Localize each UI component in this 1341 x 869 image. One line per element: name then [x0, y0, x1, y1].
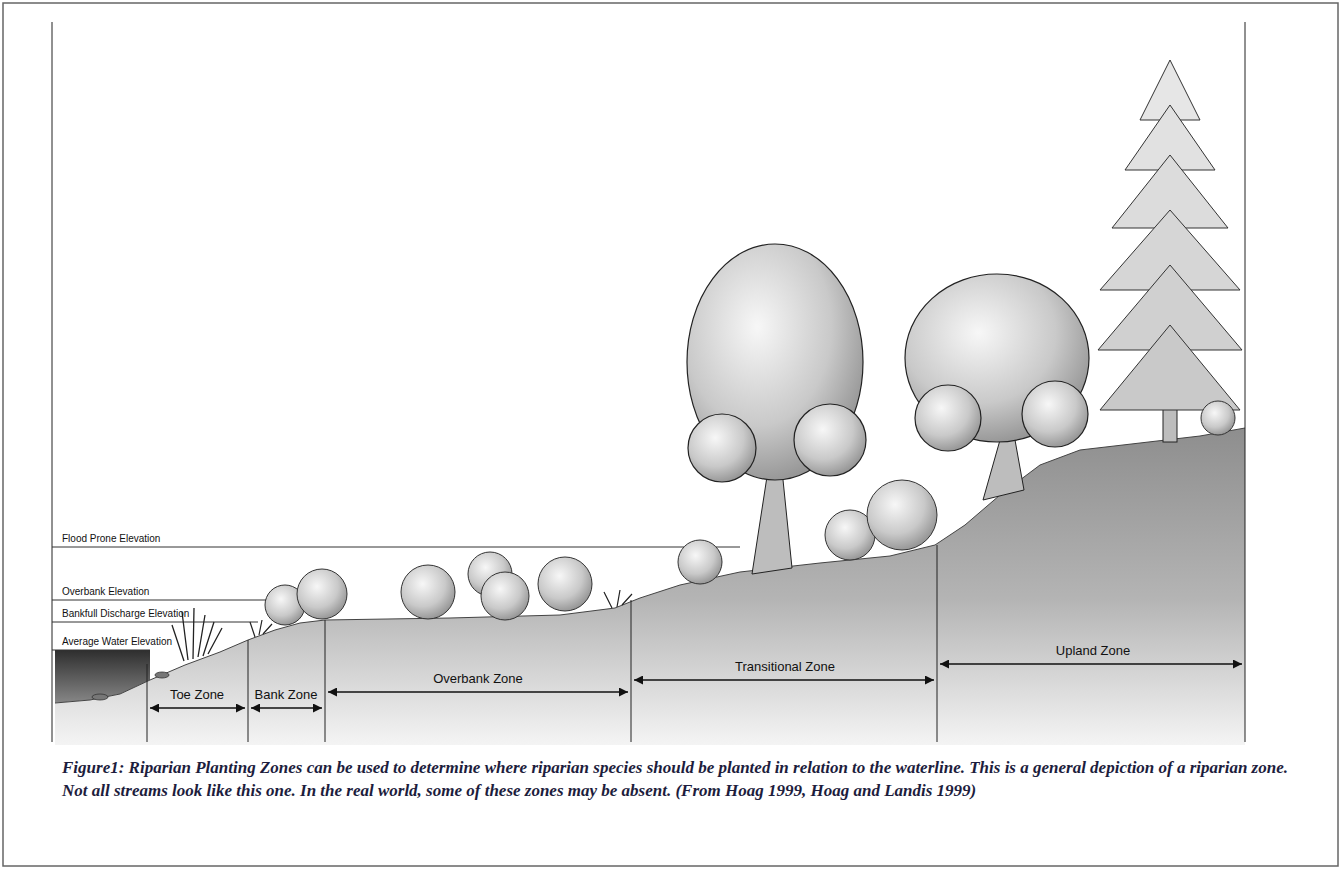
zone-divider: [325, 620, 326, 742]
tree-trunk: [752, 470, 792, 574]
shrub: [538, 557, 592, 611]
shrub: [678, 540, 722, 584]
zone-divider: [147, 664, 148, 742]
figure-caption: Figure1: Riparian Planting Zones can be …: [62, 756, 1302, 802]
frame-line: [52, 22, 53, 742]
elevation-line: [52, 650, 150, 651]
elevation-label: Average Water Elevation: [62, 636, 172, 648]
tree-crown: [1022, 381, 1088, 447]
shrub: [297, 569, 347, 619]
elevation-line: [52, 547, 740, 548]
conifer-tier: [1100, 325, 1240, 410]
zone-arrow: [328, 691, 628, 693]
zone-divider: [937, 545, 938, 742]
tree-crown: [794, 404, 866, 476]
zone-label: Bank Zone: [255, 687, 318, 702]
tree-crown: [915, 385, 981, 451]
ground-profile: [55, 428, 1245, 745]
shrub: [481, 572, 529, 620]
zone-divider: [248, 640, 249, 742]
elevation-label: Overbank Elevation: [62, 586, 149, 598]
rock: [155, 672, 169, 678]
shrub: [867, 480, 937, 550]
zone-divider: [631, 600, 632, 742]
elevation-label: Bankfull Discharge Elevation: [62, 608, 189, 620]
zone-arrow: [940, 663, 1242, 665]
zone-label: Upland Zone: [1056, 643, 1130, 658]
zone-arrow: [634, 679, 934, 681]
tree-crown: [688, 414, 756, 482]
zone-label: Transitional Zone: [735, 659, 835, 674]
zone-arrow: [150, 707, 245, 709]
elevation-line: [52, 622, 258, 623]
rock: [92, 694, 108, 700]
figure-frame: [3, 3, 1338, 866]
frame-line: [1245, 22, 1246, 742]
elevation-line: [52, 600, 268, 601]
zone-label: Toe Zone: [170, 687, 224, 702]
zone-label: Overbank Zone: [433, 671, 523, 686]
tree-trunk: [983, 440, 1024, 500]
ground-surface: [55, 428, 1245, 703]
zone-arrow: [251, 707, 322, 709]
elevation-label: Flood Prone Elevation: [62, 533, 160, 545]
shrub: [1201, 401, 1235, 435]
shrub: [401, 565, 455, 619]
